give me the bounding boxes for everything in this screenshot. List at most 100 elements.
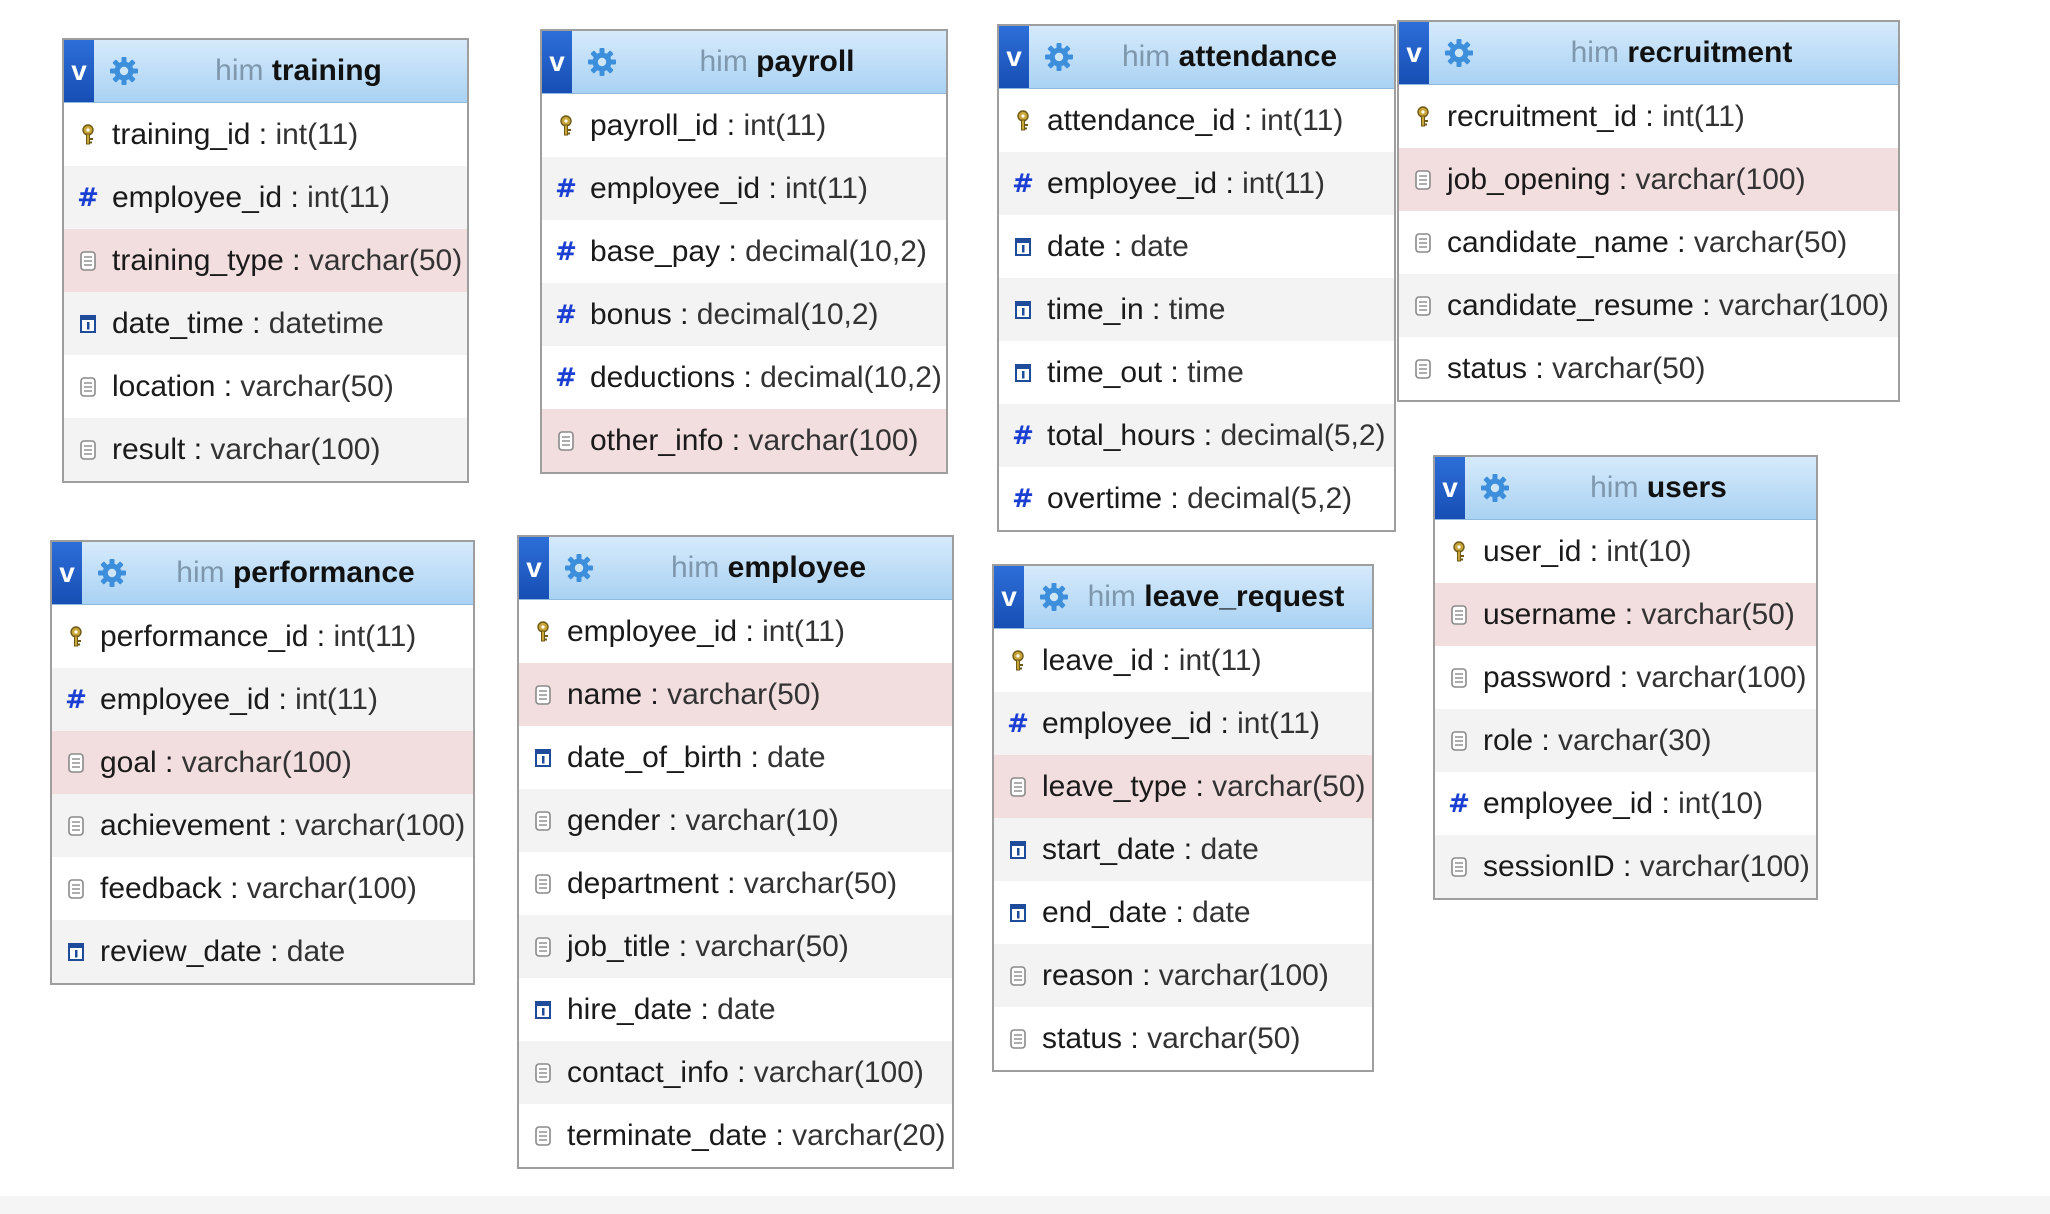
date-icon [1009,362,1037,384]
column-row-deductions[interactable]: #deductions : decimal(10,2) [542,346,946,409]
column-row-candidate-name[interactable]: candidate_name : varchar(50) [1399,211,1898,274]
column-name: base_pay [590,234,721,268]
toggle-columns-button[interactable]: v [52,542,82,604]
toggle-columns-button[interactable]: v [519,537,549,599]
column-row-time-out[interactable]: time_out : time [999,341,1394,404]
column-row-employee-id[interactable]: #employee_id : int(11) [64,166,467,229]
numeric-icon: # [555,362,577,393]
column-row-employee-id[interactable]: #employee_id : int(11) [999,152,1394,215]
column-row-employee-id[interactable]: #employee_id : int(11) [52,668,473,731]
column-row-date-of-birth[interactable]: date_of_birth : date [519,726,952,789]
column-row-training-type[interactable]: training_type : varchar(50) [64,229,467,292]
column-row-base-pay[interactable]: #base_pay : decimal(10,2) [542,220,946,283]
column-row-recruitment-id[interactable]: recruitment_id : int(11) [1399,85,1898,148]
column-row-start-date[interactable]: start_date : date [994,818,1372,881]
column-row-terminate-date[interactable]: terminate_date : varchar(20) [519,1104,952,1167]
toggle-columns-button[interactable]: v [994,566,1024,628]
column-row-overtime[interactable]: #overtime : decimal(5,2) [999,467,1394,530]
column-row-hire-date[interactable]: hire_date : date [519,978,952,1041]
column-row-leave-id[interactable]: leave_id : int(11) [994,629,1372,692]
column-row-contact-info[interactable]: contact_info : varchar(100) [519,1041,952,1104]
gear-icon[interactable] [1038,581,1070,613]
gear-icon[interactable] [1479,472,1511,504]
column-row-payroll-id[interactable]: payroll_id : int(11) [542,94,946,157]
toggle-columns-button[interactable]: v [64,40,94,102]
column-row-gender[interactable]: gender : varchar(10) [519,789,952,852]
column-row-candidate-resume[interactable]: candidate_resume : varchar(100) [1399,274,1898,337]
column-row-user-id[interactable]: user_id : int(10) [1435,520,1816,583]
gear-icon[interactable] [1043,41,1075,73]
column-row-employee-id[interactable]: #employee_id : int(10) [1435,772,1816,835]
column-separator: : [742,740,768,774]
column-row-achievement[interactable]: achievement : varchar(100) [52,794,473,857]
date-icon [1009,299,1037,321]
table-name: recruitment [1627,36,1793,69]
column-row-department[interactable]: department : varchar(50) [519,852,952,915]
column-row-role[interactable]: role : varchar(30) [1435,709,1816,772]
gear-icon[interactable] [108,55,140,87]
toggle-columns-button[interactable]: v [1399,22,1429,84]
gear-icon[interactable] [96,557,128,589]
column-row-location[interactable]: location : varchar(50) [64,355,467,418]
column-row-result[interactable]: result : varchar(100) [64,418,467,481]
gear-icon[interactable] [586,46,618,78]
column-row-performance-id[interactable]: performance_id : int(11) [52,605,473,668]
column-row-time-in[interactable]: time_in : time [999,278,1394,341]
column-row-end-date[interactable]: end_date : date [994,881,1372,944]
column-row-goal[interactable]: goal : varchar(100) [52,731,473,794]
gear-icon[interactable] [563,552,595,584]
toggle-columns-button[interactable]: v [542,31,572,93]
column-row-bonus[interactable]: #bonus : decimal(10,2) [542,283,946,346]
column-separator: : [282,180,308,214]
column-row-leave-type[interactable]: leave_type : varchar(50) [994,755,1372,818]
column-row-job-opening[interactable]: job_opening : varchar(100) [1399,148,1898,211]
column-row-attendance-id[interactable]: attendance_id : int(11) [999,89,1394,152]
column-row-employee-id[interactable]: #employee_id : int(11) [542,157,946,220]
column-row-sessionid[interactable]: sessionID : varchar(100) [1435,835,1816,898]
gear-icon[interactable] [1443,37,1475,69]
column-row-date[interactable]: date : date [999,215,1394,278]
column-separator: : [1581,534,1607,568]
toggle-columns-button[interactable]: v [999,26,1029,88]
column-row-name[interactable]: name : varchar(50) [519,663,952,726]
column-row-other-info[interactable]: other_info : varchar(100) [542,409,946,472]
text-icon [1409,169,1437,191]
column-separator: : [215,369,241,403]
column-name: employee_id [112,180,283,214]
database-name: him [176,556,225,589]
column-row-status[interactable]: status : varchar(50) [994,1007,1372,1070]
column-row-reason[interactable]: reason : varchar(100) [994,944,1372,1007]
column-row-job-title[interactable]: job_title : varchar(50) [519,915,952,978]
column-row-total-hours[interactable]: #total_hours : decimal(5,2) [999,404,1394,467]
column-type: varchar(100) [181,745,352,779]
column-row-employee-id[interactable]: #employee_id : int(11) [994,692,1372,755]
column-row-date-time[interactable]: date_time : datetime [64,292,467,355]
toggle-columns-button[interactable]: v [1435,457,1465,519]
column-row-status[interactable]: status : varchar(50) [1399,337,1898,400]
column-row-training-id[interactable]: training_id : int(11) [64,103,467,166]
column-row-employee-id[interactable]: employee_id : int(11) [519,600,952,663]
column-type: varchar(50) [1641,597,1795,631]
column-row-feedback[interactable]: feedback : varchar(100) [52,857,473,920]
column-type: varchar(100) [1639,849,1810,883]
column-row-password[interactable]: password : varchar(100) [1435,646,1816,709]
column-row-review-date[interactable]: review_date : date [52,920,473,983]
column-separator: : [718,108,744,142]
column-row-username[interactable]: username : varchar(50) [1435,583,1816,646]
